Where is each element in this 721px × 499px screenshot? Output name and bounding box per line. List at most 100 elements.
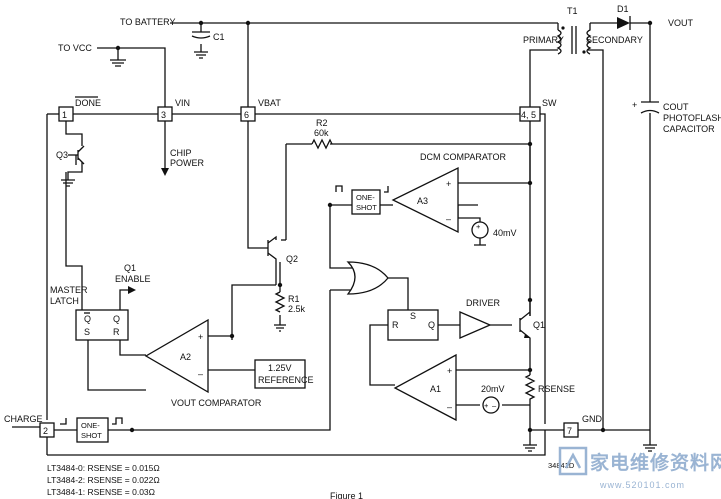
svg-text:+: + (632, 100, 637, 110)
svg-text:Q: Q (113, 314, 120, 324)
one-shot-dcm: ONE- SHOT (335, 185, 389, 215)
sr-latch: R S Q (387, 309, 439, 341)
svg-text:C1: C1 (213, 32, 225, 42)
svg-text:www.520101.com: www.520101.com (599, 480, 685, 490)
capacitor-c1: C1 (191, 31, 225, 59)
comparator-a1: A1 + – (393, 353, 457, 422)
svg-text:SHOT: SHOT (81, 431, 102, 440)
svg-text:Q3: Q3 (56, 150, 68, 160)
transistor-q3: Q3 (56, 145, 85, 187)
driver-buffer: DRIVER (459, 298, 501, 339)
pin-6: 6 VBAT (240, 98, 281, 122)
svg-text:CHIP: CHIP (170, 148, 192, 158)
master-latch: Q Q S R MASTER LATCH (50, 172, 129, 341)
voltage-source-40mv: + 40mV (458, 217, 517, 246)
chip-power-arrow: CHIP POWER (161, 148, 205, 176)
svg-text:Q2: Q2 (286, 254, 298, 264)
svg-text:R: R (113, 327, 120, 337)
svg-text:PRIMARY: PRIMARY (523, 35, 564, 45)
svg-text:MASTER: MASTER (50, 285, 88, 295)
part-code: 34841D (548, 461, 575, 470)
svg-text:40mV: 40mV (493, 228, 517, 238)
svg-text:+: + (484, 401, 489, 410)
svg-text:SHOT: SHOT (356, 203, 377, 212)
svg-text:R1: R1 (288, 294, 300, 304)
svg-text:A3: A3 (417, 196, 428, 206)
note-lt3484-0: LT3484-0: RSENSE = 0.015Ω (47, 463, 160, 473)
svg-text:DRIVER: DRIVER (466, 298, 501, 308)
resistor-r2: R2 60k (311, 118, 333, 150)
one-shot-charge: ONE- SHOT (60, 417, 123, 443)
svg-text:POWER: POWER (170, 158, 205, 168)
svg-text:A2: A2 (180, 352, 191, 362)
note-lt3484-2: LT3484-2: RSENSE = 0.022Ω (47, 475, 160, 485)
svg-text:R2: R2 (316, 118, 328, 128)
resistor-r1: R1 2.5k (274, 291, 306, 332)
svg-text:VBAT: VBAT (258, 98, 281, 108)
svg-text:家电维修资料网: 家电维修资料网 (590, 451, 721, 474)
svg-text:SECONDARY: SECONDARY (586, 35, 643, 45)
svg-text:+: + (446, 179, 451, 189)
svg-text:ENABLE: ENABLE (115, 274, 151, 284)
svg-text:+: + (198, 332, 203, 342)
svg-text:GND: GND (582, 414, 603, 424)
capacitor-cout: + COUT PHOTOFLASH CAPACITOR (632, 100, 721, 452)
svg-text:Q: Q (428, 320, 435, 330)
svg-text:Q1: Q1 (533, 320, 545, 330)
pin-1: 1 DONE (58, 96, 101, 122)
svg-text:LATCH: LATCH (50, 296, 79, 306)
pin-7: 7 GND (563, 414, 603, 438)
pin-4-5: 4, 5 SW (519, 98, 557, 122)
svg-text:A1: A1 (430, 384, 441, 394)
svg-text:VOUT COMPARATOR: VOUT COMPARATOR (171, 398, 262, 408)
svg-text:2: 2 (43, 426, 48, 436)
svg-text:Q1: Q1 (124, 263, 136, 273)
or-gate (346, 261, 389, 295)
svg-text:–: – (446, 214, 451, 224)
watermark: 家电维修资料网 www.520101.com (558, 446, 721, 490)
svg-text:3: 3 (161, 110, 166, 120)
svg-text:2.5k: 2.5k (288, 304, 306, 314)
svg-text:T1: T1 (567, 6, 578, 16)
svg-text:–: – (198, 369, 203, 379)
svg-text:COUT: COUT (663, 102, 689, 112)
comparator-a2: A2 + – VOUT COMPARATOR (144, 318, 262, 408)
svg-text:ONE-: ONE- (81, 421, 100, 430)
svg-text:DCM COMPARATOR: DCM COMPARATOR (420, 152, 507, 162)
svg-text:S: S (410, 311, 416, 321)
svg-text:7: 7 (567, 426, 572, 436)
reference-1-25v: 1.25V REFERENCE (254, 359, 314, 389)
pin-3: 3 VIN (157, 98, 190, 122)
transformer-t1: T1 PRIMARY SECONDARY (523, 6, 643, 55)
dcm-comparator-a3: A3 + – DCM COMPARATOR (391, 152, 507, 234)
svg-text:Q: Q (84, 314, 91, 324)
to-battery-label: TO BATTERY (120, 17, 176, 27)
svg-text:R: R (392, 320, 399, 330)
vout-label: VOUT (668, 18, 694, 28)
transistor-q1: Q1 (519, 300, 545, 340)
figure-caption: Figure 1 (330, 491, 363, 499)
diode-d1: D1 (617, 4, 631, 30)
pin-2: 2 CHARGE (4, 414, 55, 438)
svg-text:1.25V: 1.25V (268, 363, 292, 373)
note-lt3484-1: LT3484-1: RSENSE = 0.03Ω (47, 487, 155, 497)
svg-text:20mV: 20mV (481, 384, 505, 394)
to-vcc-label: TO VCC (58, 43, 92, 53)
svg-text:PHOTOFLASH: PHOTOFLASH (663, 113, 721, 123)
svg-text:CHARGE: CHARGE (4, 414, 43, 424)
svg-text:ONE-: ONE- (356, 193, 375, 202)
svg-text:4, 5: 4, 5 (521, 110, 536, 120)
svg-text:VIN: VIN (175, 98, 190, 108)
svg-text:6: 6 (244, 110, 249, 120)
svg-text:RSENSE: RSENSE (538, 384, 575, 394)
voltage-source-20mv: + – 20mV (481, 384, 505, 414)
svg-text:60k: 60k (314, 128, 329, 138)
svg-text:+: + (476, 222, 481, 231)
transistor-q2: Q2 (267, 235, 298, 264)
junction-dots (115, 20, 653, 433)
vcc-ground-icon (110, 59, 126, 67)
svg-text:–: – (447, 402, 452, 412)
svg-text:DONE: DONE (75, 98, 101, 108)
svg-text:D1: D1 (617, 4, 629, 14)
